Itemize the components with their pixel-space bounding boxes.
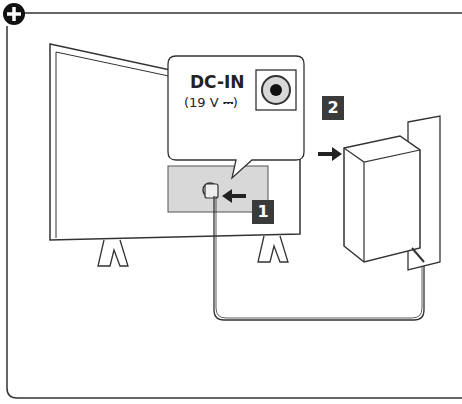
- jack-pin: [270, 84, 282, 96]
- port-name: DC-IN: [190, 74, 245, 91]
- tv-stand: [98, 240, 128, 266]
- tv-edge: [56, 52, 57, 238]
- plug: [205, 184, 218, 198]
- voltage-rating: (19 V ⎓): [184, 96, 238, 109]
- callout-bubble: [168, 56, 304, 178]
- callout-number: 1: [252, 200, 274, 224]
- dc-jack: [262, 76, 290, 104]
- arrowhead: [332, 147, 342, 161]
- plus-icon: [3, 3, 25, 25]
- port: [203, 183, 217, 197]
- tv-stand: [258, 236, 288, 262]
- arrowhead: [222, 189, 232, 203]
- adapter-edge: [344, 148, 420, 262]
- power-adapter: [344, 136, 420, 262]
- plus-sign: [7, 7, 21, 21]
- connector-frame: [256, 70, 296, 110]
- frame: [7, 13, 462, 398]
- callout-number: 2: [322, 96, 344, 120]
- adapter-strain-relief: [412, 248, 424, 262]
